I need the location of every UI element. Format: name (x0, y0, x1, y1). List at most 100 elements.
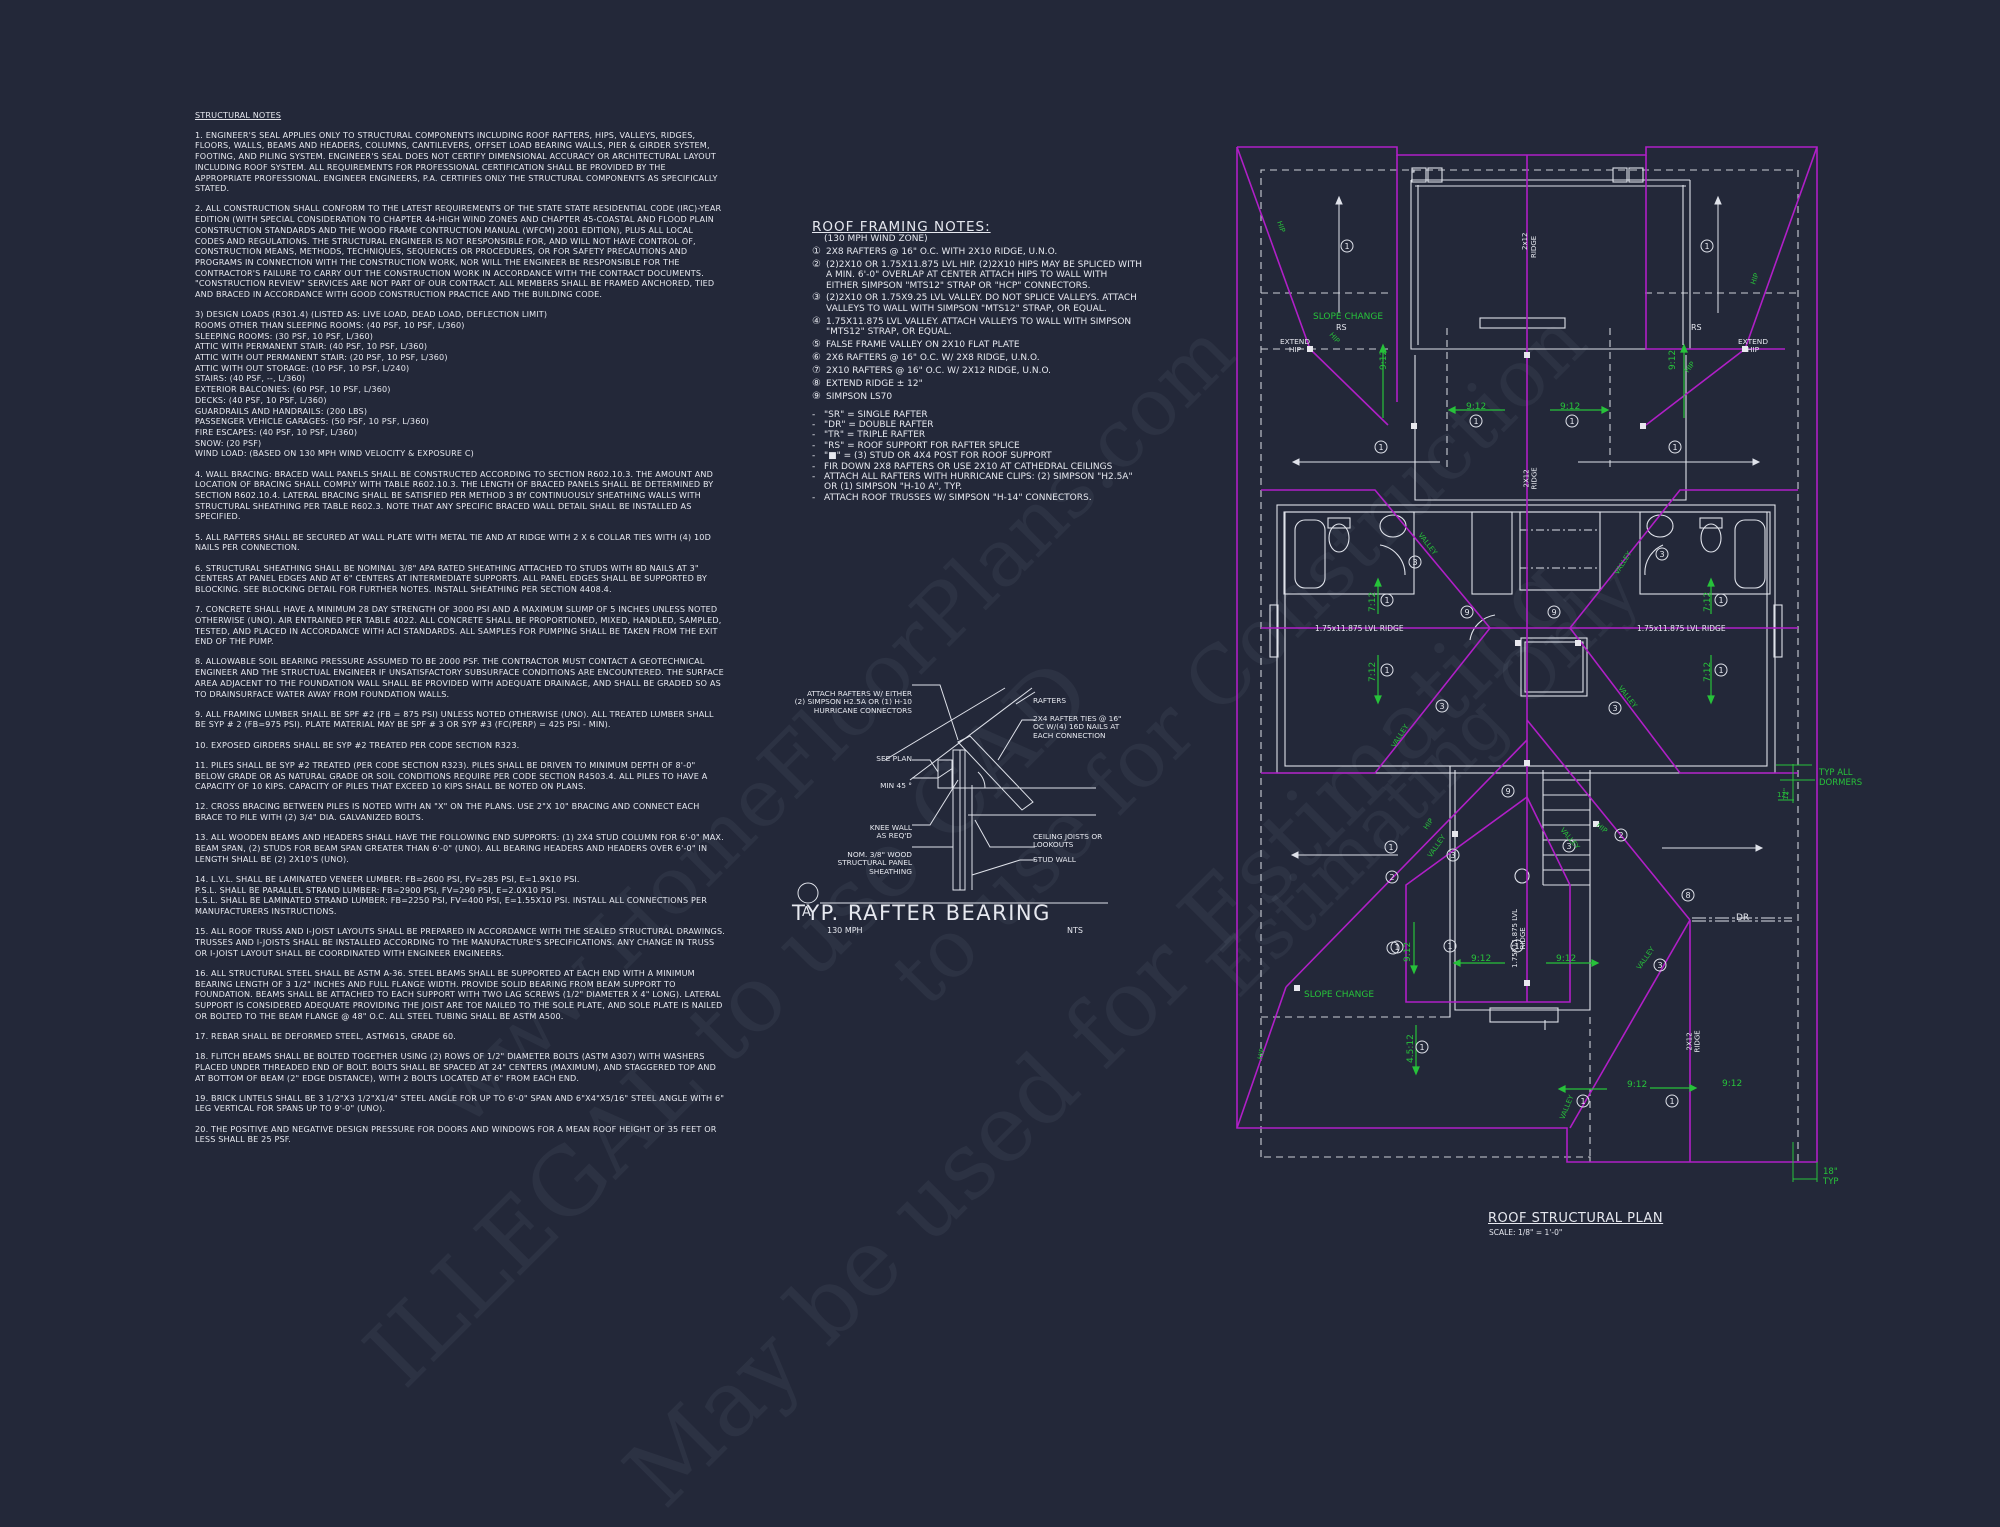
svg-text:DR: DR (1736, 913, 1749, 923)
svg-text:1: 1 (1669, 1097, 1674, 1106)
note-15: 15. ALL ROOF TRUSS AND I-JOIST LAYOUTS S… (195, 926, 725, 958)
legend-item: -ATTACH ALL RAFTERS WITH HURRICANE CLIPS… (812, 472, 1133, 493)
svg-text:1: 1 (1394, 943, 1399, 952)
rafter-direction-arrows (1290, 195, 1764, 859)
wind-zone: (130 MPH WIND ZONE) (824, 234, 928, 245)
ridge-2x12-label: 2x12 (1521, 232, 1529, 250)
svg-text:SLOPE CHANGE: SLOPE CHANGE (1304, 990, 1374, 1000)
note-12: 12. CROSS BRACING BETWEEN PILES IS NOTED… (195, 801, 700, 823)
svg-text:9: 9 (1505, 787, 1510, 796)
dr-beam (1692, 917, 1792, 922)
svg-text:VALLEY: VALLEY (1558, 1093, 1575, 1120)
note-18: 18. FLITCH BEAMS SHALL BE BOLTED TOGETHE… (195, 1051, 716, 1083)
svg-text:9:12: 9:12 (1560, 402, 1580, 412)
note-1: 1. ENGINEER'S SEAL APPLIES ONLY TO STRUC… (195, 129, 718, 194)
svg-text:12": 12" (1782, 788, 1790, 800)
svg-text:3: 3 (1566, 842, 1571, 851)
svg-text:1: 1 (1718, 666, 1723, 675)
roof-framing-notes: ROOF FRAMING NOTES: (130 MPH WIND ZONE) … (812, 219, 1143, 503)
pitch-arrows (1374, 343, 1715, 1093)
note-20: 20. THE POSITIVE AND NEGATIVE DESIGN PRE… (195, 1123, 717, 1145)
svg-text:HIP: HIP (1256, 1047, 1267, 1060)
svg-text:1: 1 (1704, 242, 1709, 251)
note-8: 8. ALLOWABLE SOIL BEARING PRESSURE ASSUM… (195, 656, 724, 699)
floor-plan-linework (1260, 167, 1799, 1163)
svg-text:RS: RS (1336, 323, 1347, 332)
svg-text:9:12: 9:12 (1403, 942, 1413, 962)
svg-text:1: 1 (1344, 242, 1349, 251)
structural-notes: STRUCTURAL NOTES 1. ENGINEER'S SEAL APPL… (195, 110, 725, 1155)
detail-title: TYP. RAFTER BEARING (792, 901, 1051, 925)
label-min-45: MIN 45 ° (880, 781, 912, 790)
svg-text:1: 1 (1388, 843, 1393, 852)
note-5: 5. ALL RAFTERS SHALL BE SECURED AT WALL … (195, 531, 711, 553)
label-stud-wall: STUD WALL (1033, 855, 1076, 864)
svg-text:3: 3 (1450, 851, 1455, 860)
post-markers (1294, 346, 1748, 991)
note-3-design-loads: 3) DESIGN LOADS (R301.4) (LISTED AS: LIV… (195, 309, 548, 459)
svg-text:SLOPE CHANGE: SLOPE CHANGE (1313, 312, 1383, 322)
svg-text:HIP: HIP (1328, 331, 1342, 345)
framing-note: ③(2)2x10 OR 1.75x9.25 LVL VALLEY. DO NOT… (812, 292, 1137, 314)
svg-text:VALLEY: VALLEY (1616, 684, 1639, 710)
svg-text:1: 1 (1378, 443, 1383, 452)
legend-item: -"RS" = ROOF SUPPORT FOR RAFTER SPLICE (812, 440, 1020, 451)
svg-text:9:12: 9:12 (1466, 402, 1486, 412)
legend-item: -"TR" = TRIPLE RAFTER (812, 430, 926, 441)
note-4: 4. WALL BRACING: BRACED WALL PANELS SHAL… (195, 468, 714, 522)
svg-text:1: 1 (1718, 596, 1723, 605)
note-2: 2. ALL CONSTRUCTION SHALL CONFORM TO THE… (195, 203, 722, 300)
rafter-bearing-detail-drawing (797, 684, 1108, 904)
plan-green-labels: SLOPE CHANGE SLOPE CHANGE 9:12 9:12 9:12… (1256, 220, 1790, 1121)
note-14: 14. L.V.L. SHALL BE LAMINATED VENEER LUM… (195, 873, 708, 917)
svg-text:VALLEY: VALLEY (1426, 833, 1448, 859)
svg-text:7:12: 7:12 (1368, 592, 1378, 612)
svg-text:3: 3 (1612, 704, 1617, 713)
note-17: 17. REBAR SHALL BE DEFORMED STEEL, ASTM6… (195, 1030, 456, 1041)
plan-white-labels: RS RS DR 1.75x11.875 LVL RIDGE 1.75x11.8… (1315, 232, 1749, 923)
svg-text:1: 1 (1514, 942, 1519, 951)
svg-text:VALLEY: VALLEY (1635, 945, 1657, 971)
svg-text:9:12: 9:12 (1722, 1079, 1742, 1089)
note-6: 6. STRUCTURAL SHEATHING SHALL BE NOMINAL… (195, 562, 708, 594)
plan-scale: SCALE: 1/8" = 1'-0" (1489, 1228, 1563, 1237)
svg-text:1: 1 (1384, 596, 1389, 605)
plan-title: ROOF STRUCTURAL PLAN (1488, 1211, 1664, 1226)
svg-text:4.5:12: 4.5:12 (1406, 1034, 1416, 1063)
label-ceiling-joists: CEILING JOISTS OR LOOKOUTS (1033, 832, 1103, 850)
ridge-label-mid: 2x12 RIDGE (1522, 467, 1540, 490)
legend-item: -FIR DOWN 2x8 RAFTERS OR USE 2x10 AT CAT… (812, 461, 1113, 472)
svg-text:2: 2 (1389, 873, 1394, 882)
svg-text:9:12: 9:12 (1379, 350, 1389, 370)
svg-text:1: 1 (1384, 666, 1389, 675)
framing-note: ②(2)2x10 OR 1.75x11.875 LVL HIP. (2)2x10… (812, 258, 1143, 291)
framing-note: ⑥2x6 RAFTERS @ 16" O.C. W/ 2x8 RIDGE, U.… (812, 351, 1040, 363)
label-attach-rafters: ATTACH RAFTERS w/ EITHER (2) SIMPSON H2.… (794, 689, 912, 715)
legend-item: -"■" = (3) STUD OR 4x4 POST FOR ROOF SUP… (812, 451, 1052, 462)
svg-text:VALLEY: VALLEY (1390, 722, 1411, 749)
svg-text:1: 1 (1580, 1097, 1585, 1106)
dimension-lines (1776, 764, 1818, 1182)
note-10: 10. EXPOSED GIRDERS SHALL BE SYP #2 TREA… (195, 739, 520, 750)
structural-notes-title: STRUCTURAL NOTES (195, 110, 282, 120)
detail-marker: A (802, 905, 811, 920)
ridge-label-lower: 2x12 RIDGE (1685, 1030, 1703, 1053)
roof-outline (1236, 146, 1818, 1163)
svg-text:HIP: HIP (1422, 817, 1435, 831)
svg-text:RS: RS (1691, 323, 1702, 332)
framing-note: ④1.75x11.875 LVL VALLEY. ATTACH VALLEYS … (812, 315, 1132, 338)
framing-note: ①2x8 RAFTERS @ 16" O.C. WITH 2X10 RIDGE,… (812, 245, 1058, 257)
note-9: 9. ALL FRAMING LUMBER SHALL BE SPF #2 (F… (195, 708, 714, 730)
legend-item: -ATTACH ROOF TRUSSES w/ SIMPSON "H-14" C… (812, 492, 1092, 503)
svg-text:3: 3 (1657, 961, 1662, 970)
detail-scale: NTS (1067, 926, 1083, 935)
roof-framing-notes-title: ROOF FRAMING NOTES: (812, 219, 991, 235)
legend-item: -"DR" = DOUBLE RAFTER (812, 420, 934, 430)
svg-text:1.75x11.875 LVL RIDGE: 1.75x11.875 LVL RIDGE (1315, 624, 1404, 633)
note-19: 19. BRICK LINTELS SHALL BE 3 1/2"x3 1/2"… (195, 1092, 725, 1114)
svg-text:7:12: 7:12 (1368, 662, 1378, 682)
svg-text:8: 8 (1685, 891, 1690, 900)
